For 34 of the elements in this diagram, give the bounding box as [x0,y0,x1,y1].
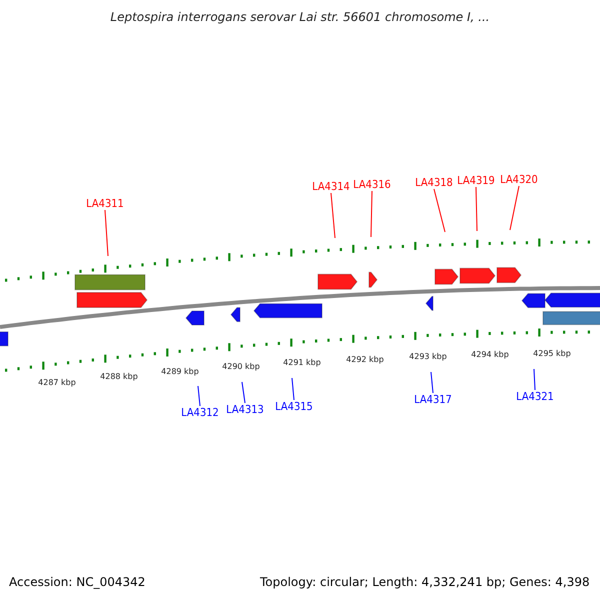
leader-line [534,368,536,390]
genome-info-text: Topology: circular; Length: 4,332,241 bp; Genes: 4,398 [260,576,590,588]
scale-label: 4289 kbp [161,368,199,376]
scale-label: 4295 kbp [533,350,571,358]
gene-label: LA4314 [312,181,350,192]
leader-line [242,382,246,404]
accession-text: Accession: NC_004342 [9,576,146,588]
gene-label: LA4317 [414,394,452,405]
gene-label: LA4312 [181,407,219,418]
gene-label: LA4320 [500,174,538,185]
scale-label: 4292 kbp [346,356,384,364]
scale-label: 4291 kbp [283,359,321,367]
leader-line [104,210,108,256]
gene-label: LA4318 [415,177,453,188]
map-title: Leptospira interrogans serovar Lai str. 56601 chromosome I, ... [110,11,490,23]
gene-label: LA4315 [275,401,313,412]
leader-line [476,186,478,232]
scale-label: 4293 kbp [409,353,447,361]
leader-line [330,192,336,238]
leader-line [430,372,434,394]
leader-line [370,190,372,238]
gene-label: LA4313 [226,404,264,415]
scale-label: 4290 kbp [222,363,260,371]
scale-label: 4287 kbp [38,379,76,387]
scale-label: 4288 kbp [100,373,138,381]
leader-line [198,386,200,406]
gene-label: LA4316 [353,179,391,190]
leader-line [434,188,446,232]
leader-line [292,378,294,400]
leader-line [510,186,520,230]
gene-label: LA4321 [516,391,554,402]
scale-label: 4294 kbp [471,351,509,359]
gene-label: LA4319 [457,175,495,186]
gene-label: LA4311 [86,198,124,209]
